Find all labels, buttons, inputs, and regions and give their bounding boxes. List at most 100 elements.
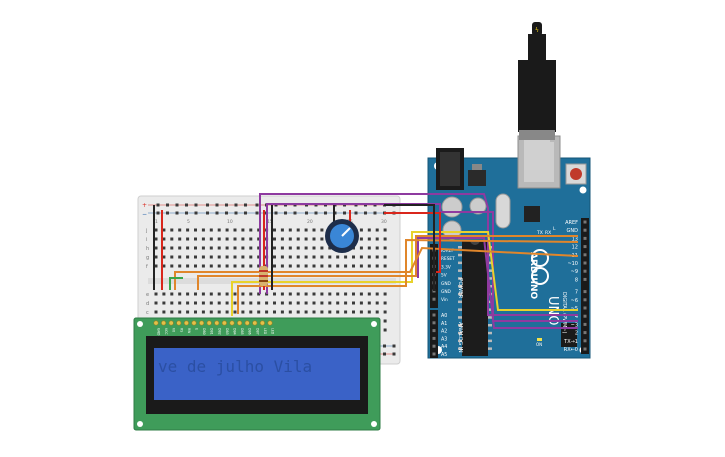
breadboard-hole[interactable] xyxy=(312,246,316,250)
rail-hole[interactable] xyxy=(343,211,346,215)
breadboard-hole[interactable] xyxy=(320,264,324,268)
breadboard-hole[interactable] xyxy=(233,228,237,232)
rail-hole[interactable] xyxy=(234,211,238,215)
breadboard-hole[interactable] xyxy=(241,246,245,250)
breadboard-hole[interactable] xyxy=(162,255,166,259)
breadboard-hole[interactable] xyxy=(320,310,324,314)
breadboard-hole[interactable] xyxy=(288,264,292,268)
breadboard-hole[interactable] xyxy=(257,301,261,305)
breadboard-hole[interactable] xyxy=(288,237,292,241)
rail-hole[interactable] xyxy=(225,203,228,207)
breadboard-hole[interactable] xyxy=(280,310,284,314)
breadboard-hole[interactable] xyxy=(367,255,371,259)
header-pin[interactable] xyxy=(583,253,587,257)
breadboard-hole[interactable] xyxy=(257,310,261,314)
breadboard-hole[interactable] xyxy=(375,228,379,232)
header-pin[interactable] xyxy=(583,245,587,249)
breadboard-hole[interactable] xyxy=(328,310,332,314)
breadboard-hole[interactable] xyxy=(241,237,245,241)
breadboard-hole[interactable] xyxy=(312,310,316,314)
breadboard-hole[interactable] xyxy=(186,292,190,296)
breadboard-hole[interactable] xyxy=(217,264,221,268)
breadboard-hole[interactable] xyxy=(367,264,371,268)
breadboard-hole[interactable] xyxy=(352,264,355,268)
breadboard-hole[interactable] xyxy=(359,255,363,259)
breadboard-hole[interactable] xyxy=(367,237,371,241)
breadboard-hole[interactable] xyxy=(162,301,166,305)
breadboard-hole[interactable] xyxy=(265,301,269,305)
breadboard-hole[interactable] xyxy=(186,255,190,259)
wire-black-gnd[interactable] xyxy=(384,204,436,291)
breadboard-hole[interactable] xyxy=(225,246,229,250)
breadboard-hole[interactable] xyxy=(344,292,348,296)
breadboard-hole[interactable] xyxy=(359,246,363,250)
rail-hole[interactable] xyxy=(293,211,297,215)
rail-hole[interactable] xyxy=(392,344,396,348)
breadboard-hole[interactable] xyxy=(178,255,182,259)
breadboard-hole[interactable] xyxy=(273,292,276,296)
breadboard-hole[interactable] xyxy=(194,301,197,305)
breadboard-hole[interactable] xyxy=(273,255,276,259)
breadboard-hole[interactable] xyxy=(383,228,387,232)
breadboard-hole[interactable] xyxy=(352,292,355,296)
breadboard-hole[interactable] xyxy=(154,301,158,305)
wire-purple-a[interactable] xyxy=(259,193,578,316)
breadboard-hole[interactable] xyxy=(178,301,182,305)
breadboard-hole[interactable] xyxy=(162,264,166,268)
lcd-pin[interactable] xyxy=(252,320,258,326)
breadboard-hole[interactable] xyxy=(296,310,300,314)
breadboard-hole[interactable] xyxy=(201,310,205,314)
breadboard-hole[interactable] xyxy=(288,246,292,250)
breadboard-hole[interactable] xyxy=(186,228,190,232)
breadboard-hole[interactable] xyxy=(280,237,284,241)
breadboard-hole[interactable] xyxy=(249,255,253,259)
breadboard-hole[interactable] xyxy=(162,292,166,296)
breadboard-hole[interactable] xyxy=(194,292,197,296)
header-pin[interactable] xyxy=(432,336,436,340)
breadboard-hole[interactable] xyxy=(241,301,245,305)
breadboard-hole[interactable] xyxy=(217,246,221,250)
breadboard-hole[interactable] xyxy=(225,310,229,314)
header-pin[interactable] xyxy=(583,269,587,273)
rail-hole[interactable] xyxy=(194,203,198,207)
header-pin[interactable] xyxy=(432,321,436,325)
breadboard-hole[interactable] xyxy=(344,255,348,259)
wire-yellow[interactable] xyxy=(231,231,578,316)
breadboard-hole[interactable] xyxy=(320,228,324,232)
breadboard-hole[interactable] xyxy=(233,301,237,305)
breadboard-hole[interactable] xyxy=(217,237,221,241)
breadboard-hole[interactable] xyxy=(201,246,205,250)
breadboard-hole[interactable] xyxy=(194,310,197,314)
header-pin[interactable] xyxy=(583,236,587,240)
breadboard-hole[interactable] xyxy=(178,246,182,250)
wire-green[interactable] xyxy=(169,277,183,290)
breadboard-hole[interactable] xyxy=(233,310,237,314)
breadboard-hole[interactable] xyxy=(288,301,292,305)
breadboard-hole[interactable] xyxy=(257,246,261,250)
breadboard-hole[interactable] xyxy=(359,301,363,305)
lcd-pin[interactable] xyxy=(161,320,167,326)
lcd-pin[interactable] xyxy=(168,320,174,326)
breadboard-hole[interactable] xyxy=(170,292,174,296)
breadboard-hole[interactable] xyxy=(312,237,316,241)
breadboard-hole[interactable] xyxy=(194,246,197,250)
breadboard-hole[interactable] xyxy=(257,292,261,296)
breadboard-hole[interactable] xyxy=(320,301,324,305)
lcd-pin[interactable] xyxy=(221,320,227,326)
breadboard-hole[interactable] xyxy=(257,255,261,259)
lcd-pin[interactable] xyxy=(191,320,197,326)
breadboard-hole[interactable] xyxy=(280,301,284,305)
breadboard-hole[interactable] xyxy=(296,292,300,296)
lcd-pin[interactable] xyxy=(153,320,159,326)
breadboard-hole[interactable] xyxy=(162,237,166,241)
breadboard-hole[interactable] xyxy=(344,310,348,314)
breadboard-hole[interactable] xyxy=(170,310,174,314)
breadboard-hole[interactable] xyxy=(233,255,237,259)
breadboard-hole[interactable] xyxy=(209,246,213,250)
breadboard-hole[interactable] xyxy=(328,292,332,296)
breadboard-hole[interactable] xyxy=(296,237,300,241)
header-pin[interactable] xyxy=(583,277,587,281)
wire-purple-c[interactable] xyxy=(417,237,578,329)
resistor[interactable] xyxy=(259,266,268,286)
